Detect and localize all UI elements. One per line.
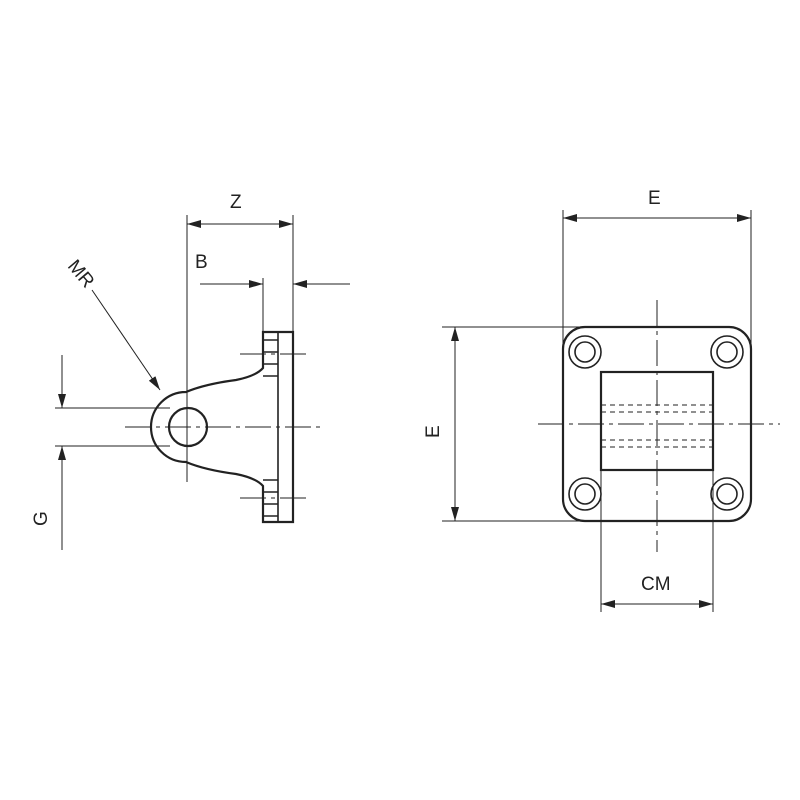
bolt-head-bottom: [263, 479, 278, 517]
dimension-e-side: E: [423, 326, 585, 522]
bolt-hole-top-right: [710, 335, 744, 369]
label-cm: CM: [641, 574, 671, 595]
bolt-hole-bottom-left: [568, 477, 602, 511]
bolt-hole-bottom-right: [710, 477, 744, 511]
label-mr: MR: [63, 256, 98, 292]
dimension-mr: MR: [63, 256, 161, 391]
label-e-side: E: [423, 425, 444, 438]
bolt-hole-top-left: [568, 335, 602, 369]
side-view: [125, 330, 325, 524]
dimension-cm: CM: [600, 470, 714, 612]
bolt-head-top: [263, 339, 278, 377]
front-view: [538, 300, 780, 552]
bracket-outline: [149, 330, 295, 524]
label-b: B: [195, 252, 208, 273]
dimension-z: Z: [186, 192, 294, 482]
label-e-top: E: [648, 188, 661, 209]
label-g: G: [31, 511, 52, 526]
label-z: Z: [230, 192, 242, 213]
dimension-b: B: [195, 252, 350, 332]
dimension-g: G: [31, 355, 170, 550]
